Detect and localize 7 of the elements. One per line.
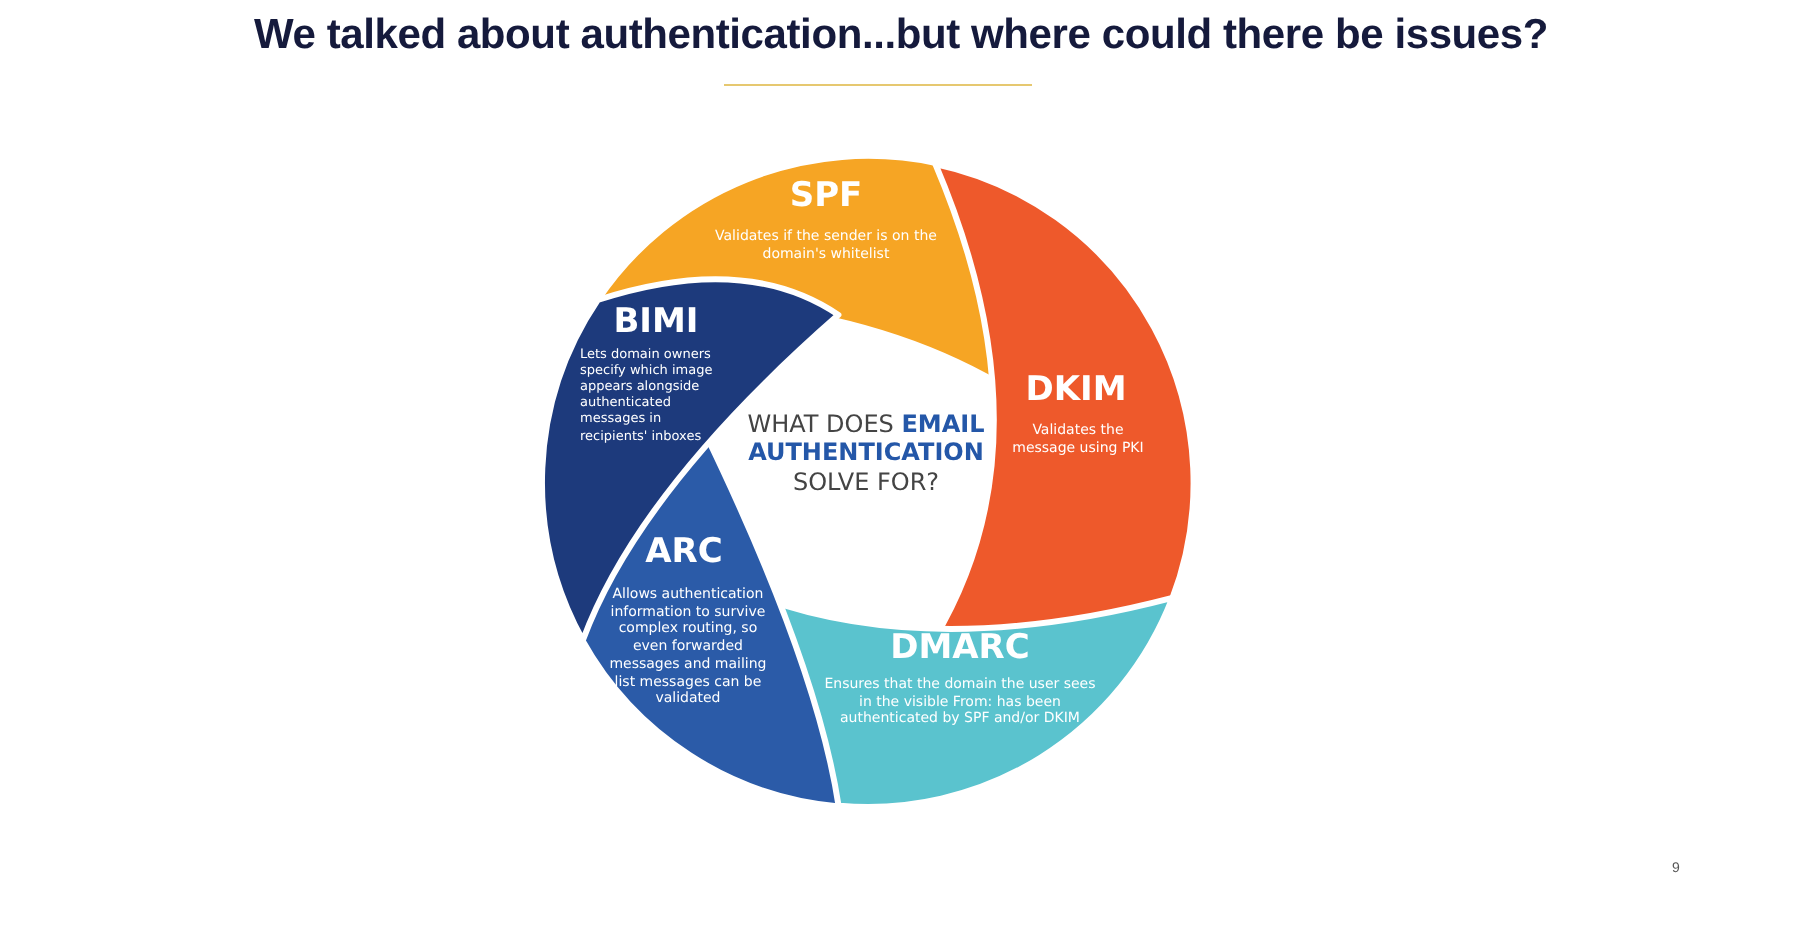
segment-title: ARC bbox=[645, 531, 723, 572]
segment-title: SPF bbox=[789, 175, 863, 216]
segment-title: BIMI bbox=[613, 301, 699, 342]
segment-title: DMARC bbox=[890, 627, 1030, 668]
center-question: WHAT DOES EMAIL AUTHENTICATION SOLVE FOR? bbox=[745, 410, 987, 497]
segment-title: DKIM bbox=[1025, 369, 1127, 410]
slide-title: We talked about authentication...but where could there be issues? bbox=[251, 12, 1551, 60]
